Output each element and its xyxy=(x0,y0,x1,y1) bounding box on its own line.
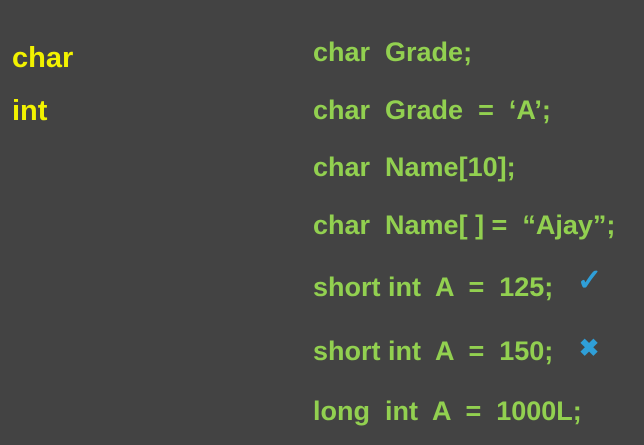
keyword-char: char xyxy=(12,42,74,74)
code-line-short-int-150: short int A = 150; xyxy=(313,336,554,366)
code-line-short-int-125: short int A = 125; xyxy=(313,272,554,302)
code-line-long-int: long int A = 1000L; xyxy=(313,396,582,426)
check-icon: ✓ xyxy=(577,264,603,297)
keyword-int: int xyxy=(12,95,48,127)
code-line-char-grade-declaration: char Grade; xyxy=(313,37,473,67)
code-line-char-name-string: char Name[ ] = “Ajay”; xyxy=(313,210,616,240)
code-line-char-grade-assignment: char Grade = ‘A’; xyxy=(313,95,551,125)
code-line-char-name-array: char Name[10]; xyxy=(313,152,516,182)
cross-icon: ✖ xyxy=(579,335,600,362)
